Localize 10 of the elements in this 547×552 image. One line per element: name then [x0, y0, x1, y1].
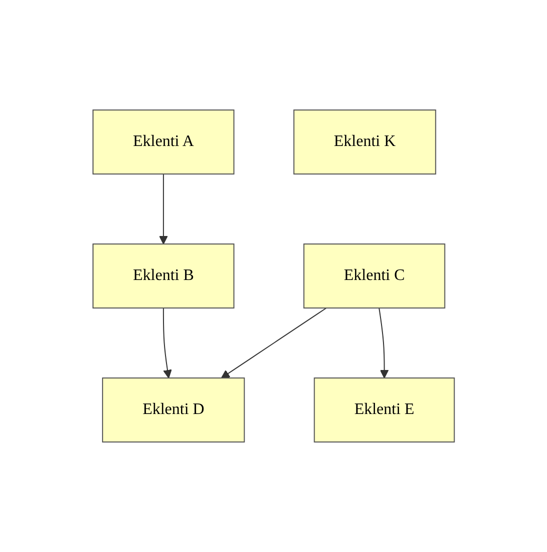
node-box: Eklenti E	[314, 378, 455, 442]
arrow	[162, 308, 172, 378]
node-box: Eklenti B	[92, 244, 234, 308]
arrow	[158, 174, 168, 244]
node-box: Eklenti C	[303, 244, 446, 308]
node-box: Eklenti D	[102, 378, 245, 442]
arrow	[220, 308, 327, 378]
node-box: Eklenti K	[293, 110, 436, 174]
arrow	[378, 308, 389, 378]
node-box: Eklenti A	[92, 110, 234, 174]
